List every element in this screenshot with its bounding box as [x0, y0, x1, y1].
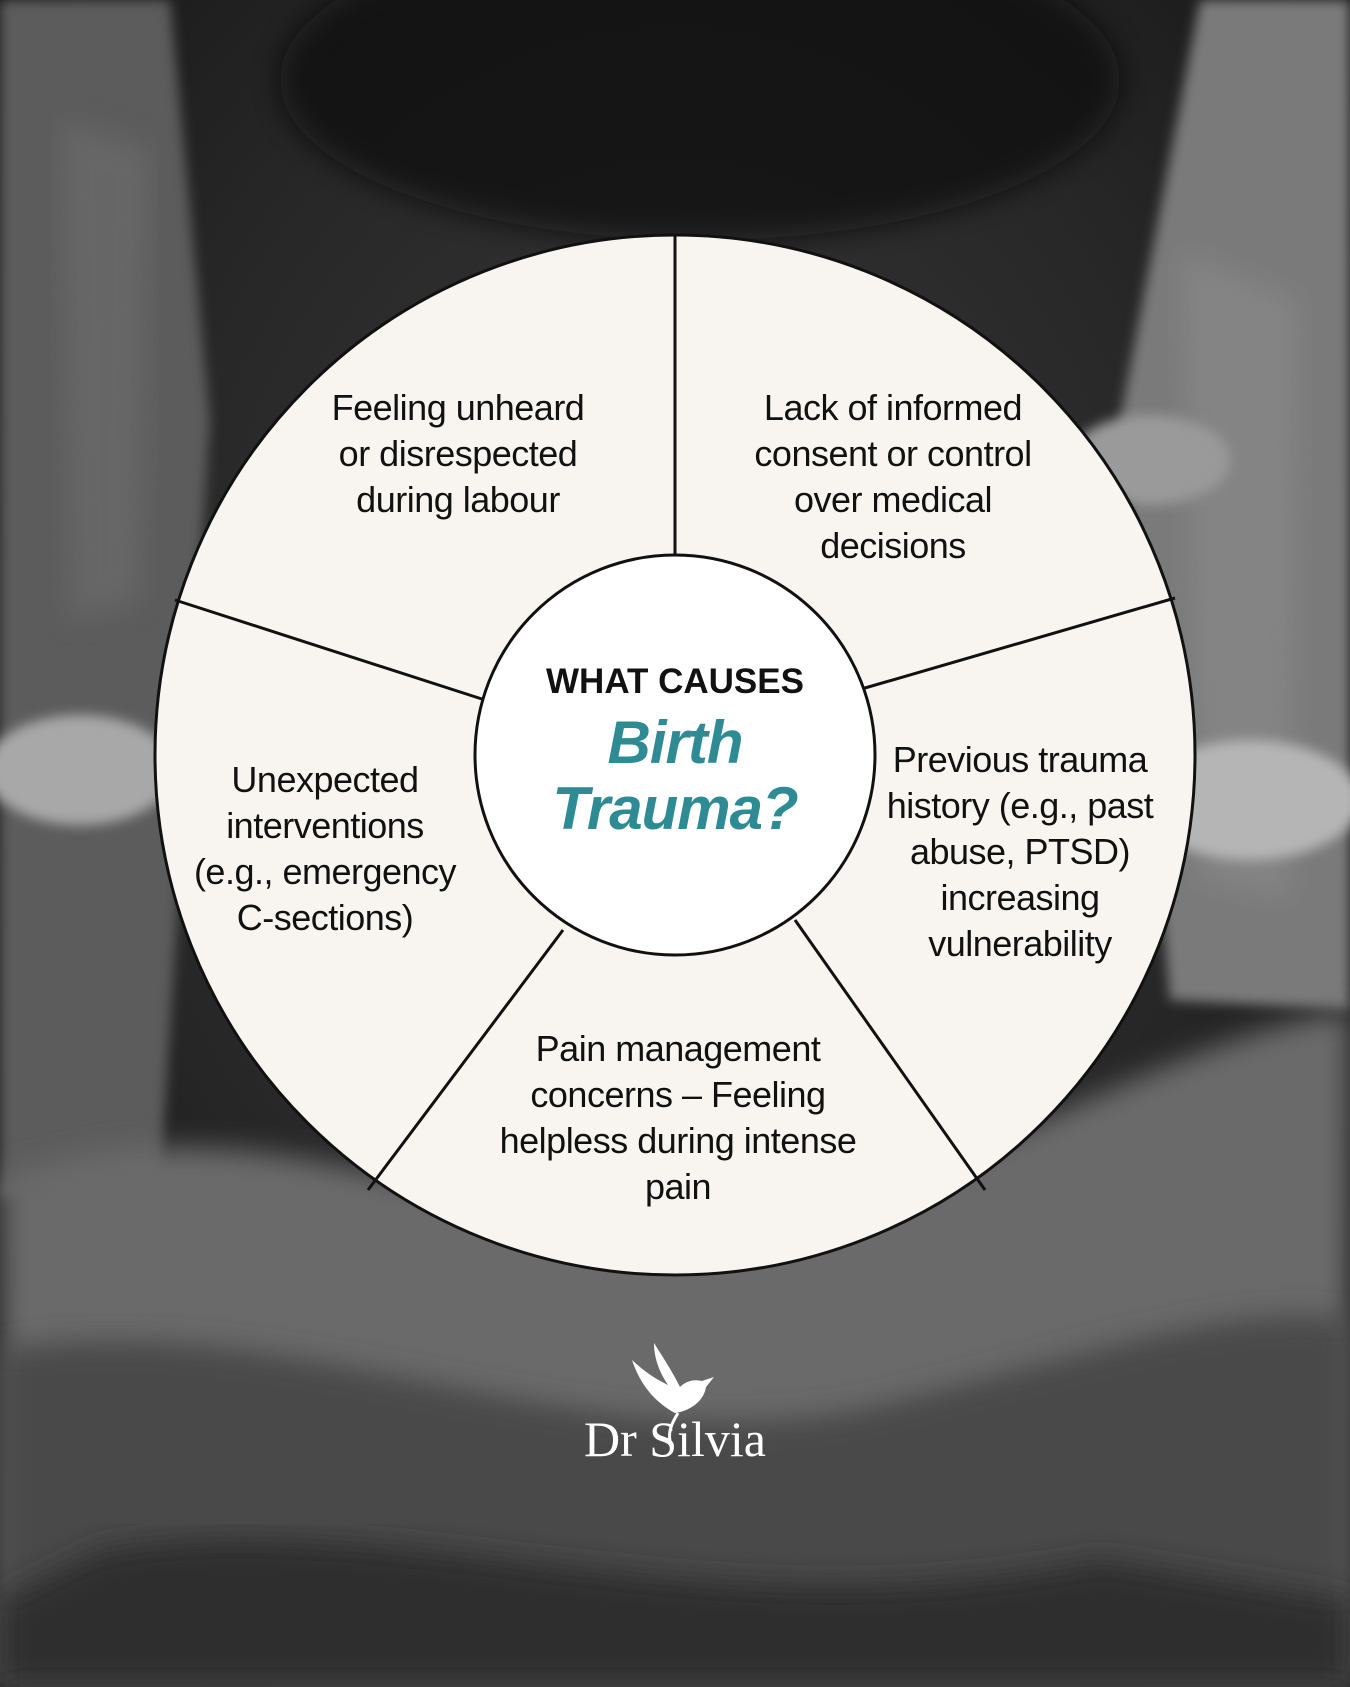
- segment-label-informed-consent: Lack of informed consent or control over…: [754, 387, 1032, 566]
- segment-label-previous-trauma: Previous trauma history (e.g., past abus…: [886, 739, 1154, 964]
- center-circle: [473, 553, 877, 957]
- brand-name: Dr Silvia: [584, 1411, 766, 1467]
- center-kicker: WHAT CAUSES: [546, 662, 804, 701]
- divider-lower-right: [793, 919, 987, 1191]
- divider-upper-right: [857, 596, 1176, 692]
- dove-icon: [632, 1343, 714, 1442]
- segment-label-interventions: Unexpected interventions (e.g., emergenc…: [193, 759, 457, 938]
- segment-label-pain-management: Pain management concerns – Feeling helpl…: [499, 1028, 857, 1207]
- center-title: Birth Trauma?: [552, 709, 798, 842]
- divider-upper-left: [174, 598, 486, 702]
- segment-label-unheard: Feeling unheard or disrespected during l…: [331, 387, 585, 520]
- divider-lower-left: [366, 929, 565, 1191]
